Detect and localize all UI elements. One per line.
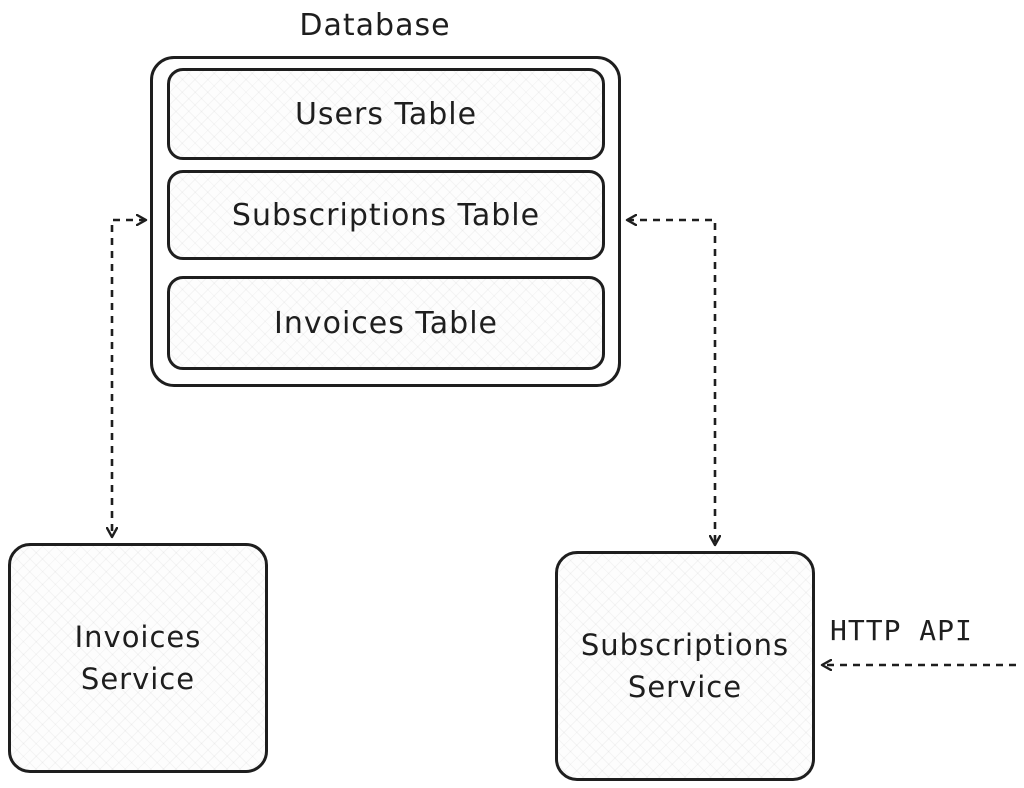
http-api-label: HTTP API	[830, 614, 973, 647]
invoices-service-label-line2: Service	[80, 662, 196, 696]
invoices-service-label-line1: Invoices	[74, 620, 202, 654]
invoices-table-label: Invoices Table	[274, 305, 498, 341]
subscriptions-table-box[interactable]: Subscriptions Table	[167, 170, 605, 260]
subscriptions-service-box[interactable]: Subscriptions Service	[555, 551, 815, 781]
database-title: Database	[299, 8, 451, 43]
subscriptions-service-label-line1: Subscriptions	[580, 628, 790, 662]
db-invoices-service-arrow	[112, 220, 146, 537]
invoices-service-box[interactable]: Invoices Service	[8, 543, 268, 773]
users-table-label: Users Table	[294, 96, 478, 132]
users-table-box[interactable]: Users Table	[167, 68, 605, 160]
db-subscriptions-service-arrow	[627, 220, 715, 545]
subscriptions-service-label-line2: Service	[627, 670, 743, 704]
invoices-table-box[interactable]: Invoices Table	[167, 276, 605, 370]
subscriptions-table-label: Subscriptions Table	[231, 197, 541, 233]
